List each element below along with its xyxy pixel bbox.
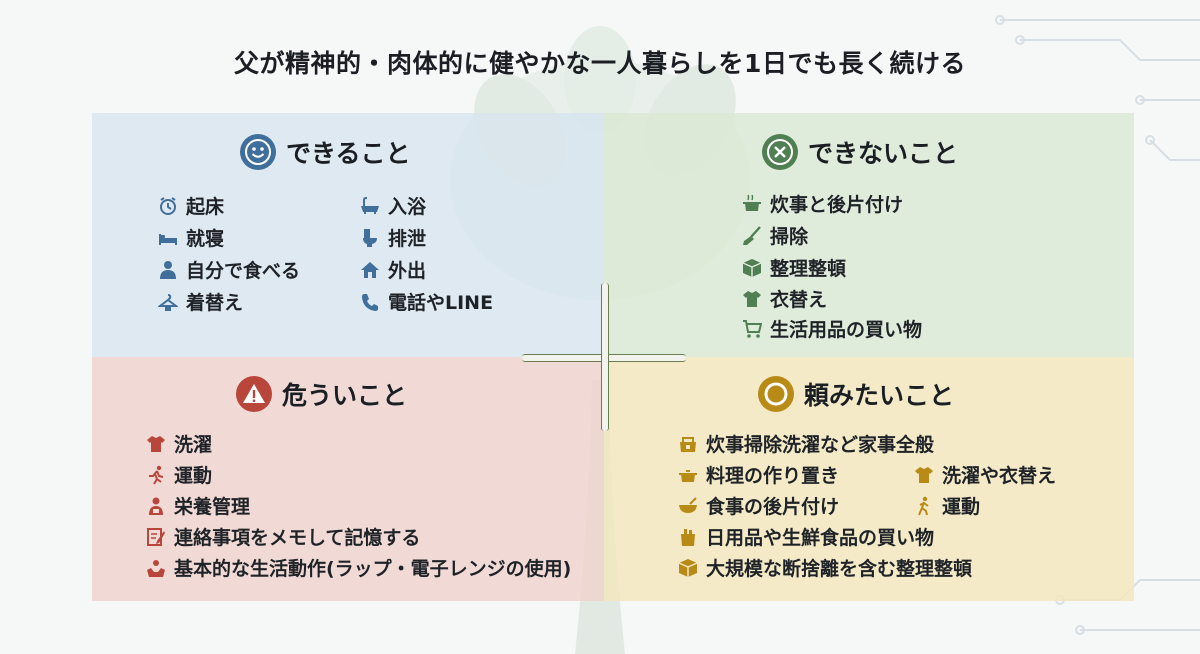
list-item: 洗濯や衣替え: [914, 461, 1056, 488]
page-title: 父が精神的・肉体的に健やかな一人暮らしを1日でも長く続ける: [234, 49, 966, 78]
circle-icon: [758, 376, 794, 412]
list-item: 洗濯: [146, 430, 212, 457]
list-item: 大規模な断捨離を含む整理整頓: [678, 554, 972, 581]
heading-can-do: できること: [240, 134, 411, 170]
bed-icon: [158, 228, 178, 248]
list-item: 料理の作り置き: [678, 461, 839, 488]
list-item: 運動: [914, 492, 980, 519]
hands-icon: [146, 558, 166, 578]
shirt-icon: [742, 289, 762, 309]
shirt-icon: [146, 434, 166, 454]
toilet-icon: [360, 228, 380, 248]
heading-cannot-do: できないこと: [762, 134, 958, 170]
alarm-clock-icon: [158, 196, 178, 216]
list-item: 運動: [146, 461, 212, 488]
memo-icon: [146, 527, 166, 547]
bowl-icon: [678, 496, 698, 516]
list-item: 生活用品の買い物: [742, 315, 922, 342]
heading-label: できること: [286, 139, 411, 168]
shirt-icon: [914, 465, 934, 485]
quadrant-can-do: [92, 113, 604, 357]
smiley-icon: [240, 134, 276, 170]
walking-icon: [914, 496, 934, 516]
list-item: 入浴: [360, 192, 426, 219]
list-item: 起床: [158, 192, 224, 219]
list-item: 食事の後片付け: [678, 492, 839, 519]
house-icon: [360, 260, 380, 280]
list-item: 整理整頓: [742, 254, 846, 281]
list-item: 基本的な生活動作(ラップ・電子レンジの使用): [146, 554, 571, 581]
list-item: 掃除: [742, 222, 808, 249]
cart-icon: [742, 319, 762, 339]
divider-vertical: [601, 283, 609, 431]
list-item: 自分で食べる: [158, 256, 300, 283]
list-item: 日用品や生鮮食品の買い物: [678, 523, 934, 550]
list-item: 衣替え: [742, 285, 827, 312]
hanger-icon: [158, 292, 178, 312]
list-item: 排泄: [360, 224, 426, 251]
heading-request: 頼みたいこと: [758, 376, 954, 412]
bathtub-icon: [360, 196, 380, 216]
x-circle-icon: [762, 134, 798, 170]
running-icon: [146, 465, 166, 485]
house-chores-icon: [678, 434, 698, 454]
heading-label: 危ういこと: [282, 381, 408, 410]
list-item: 電話やLINE: [360, 288, 493, 315]
groceries-icon: [678, 527, 698, 547]
broom-icon: [742, 225, 762, 246]
list-item: 着替え: [158, 288, 243, 315]
heading-risky: 危ういこと: [236, 376, 407, 412]
list-item: 外出: [360, 256, 426, 283]
quadrant-cannot-do: [604, 113, 1134, 357]
list-item: 就寝: [158, 224, 224, 251]
pot-icon: [742, 194, 762, 214]
list-item: 炊事と後片付け: [742, 190, 903, 217]
phone-icon: [360, 292, 380, 312]
quadrant-risky: [92, 357, 604, 601]
box-icon: [742, 258, 762, 278]
box-icon: [678, 558, 698, 578]
warning-icon: [236, 376, 272, 412]
list-item: 連絡事項をメモして記憶する: [146, 523, 420, 550]
pot-icon: [678, 465, 698, 485]
heading-label: できないこと: [808, 139, 959, 168]
person-eating-icon: [158, 260, 178, 280]
nutrition-icon: [146, 496, 166, 516]
list-item: 栄養管理: [146, 492, 250, 519]
list-item: 炊事掃除洗濯など家事全般: [678, 430, 934, 457]
heading-label: 頼みたいこと: [804, 381, 955, 410]
